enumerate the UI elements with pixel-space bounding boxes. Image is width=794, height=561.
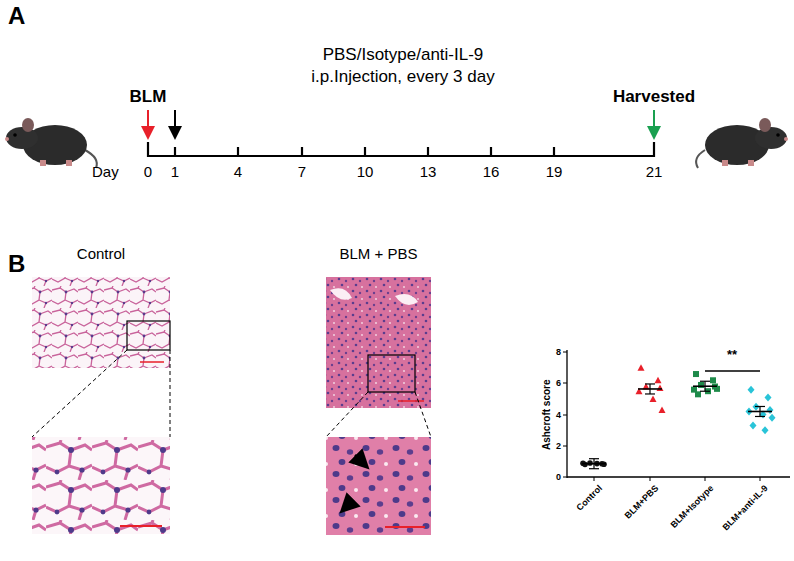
day-number: 21 xyxy=(646,163,663,180)
data-point xyxy=(748,386,755,394)
data-point xyxy=(655,377,662,384)
day-number: 19 xyxy=(546,163,563,180)
data-point xyxy=(589,468,599,469)
data-point xyxy=(710,377,716,383)
tick-label: 0 xyxy=(556,472,561,482)
axis-title: Ashcroft score xyxy=(540,380,552,451)
event-label: BLM xyxy=(130,87,167,107)
scatter-chart xyxy=(563,350,790,481)
data-point xyxy=(700,381,710,382)
significance-mark: ** xyxy=(727,348,737,363)
panel-heading: BLM + PBS xyxy=(322,245,435,263)
day-number: 0 xyxy=(144,163,152,180)
tick-label: 4 xyxy=(556,410,561,420)
tick-label: 6 xyxy=(556,378,561,388)
image-panel: BLM + PBS xyxy=(322,245,435,408)
data-point xyxy=(589,458,599,459)
data-point xyxy=(645,393,655,394)
data-point xyxy=(704,381,705,391)
data-point xyxy=(750,422,757,430)
data-point xyxy=(657,385,664,392)
category-label: BLM+anti-IL-9 xyxy=(721,483,771,533)
data-point xyxy=(638,364,645,371)
data-point xyxy=(769,414,776,422)
data-point xyxy=(759,406,760,416)
histology-image xyxy=(32,277,170,534)
day-number: 16 xyxy=(483,163,500,180)
data-point xyxy=(650,396,657,403)
data-point xyxy=(645,383,655,384)
day-number: 13 xyxy=(420,163,437,180)
data-point xyxy=(693,371,699,377)
day-number: 10 xyxy=(357,163,374,180)
tick-label: 8 xyxy=(556,347,561,357)
data-point xyxy=(659,406,666,413)
image-panel: Control xyxy=(28,245,174,368)
panel-heading: Control xyxy=(28,245,174,263)
data-point xyxy=(755,416,765,417)
data-point xyxy=(649,384,650,394)
event-label: Harvested xyxy=(613,87,695,107)
day-number: 4 xyxy=(234,163,242,180)
axis-title: Day xyxy=(92,163,119,180)
panel-letter: A xyxy=(8,2,25,30)
timeline xyxy=(148,142,655,157)
category-label: Control xyxy=(574,483,604,513)
treatment-note: PBS/Isotype/anti-IL-9 xyxy=(323,45,484,65)
event-arrow xyxy=(168,110,182,140)
mouse-illustration xyxy=(5,118,97,168)
day-number: 1 xyxy=(171,163,179,180)
data-point xyxy=(762,426,769,434)
panel-letter: B xyxy=(8,250,25,278)
mouse-illustration xyxy=(696,118,788,168)
histology-image xyxy=(326,277,431,535)
tick-label: 2 xyxy=(556,441,561,451)
category-label: BLM+PBS xyxy=(622,483,660,521)
treatment-note: i.p.Injection, every 3 day xyxy=(311,67,494,87)
data-point xyxy=(695,391,701,397)
category-label: BLM+Isotype xyxy=(668,483,715,530)
data-point xyxy=(700,391,710,392)
data-point xyxy=(755,406,765,407)
data-point xyxy=(765,393,772,401)
data-point xyxy=(698,382,704,388)
data-point xyxy=(593,459,594,469)
day-number: 7 xyxy=(298,163,306,180)
event-arrow xyxy=(141,110,155,140)
event-arrow xyxy=(647,110,661,140)
data-point xyxy=(767,406,774,414)
